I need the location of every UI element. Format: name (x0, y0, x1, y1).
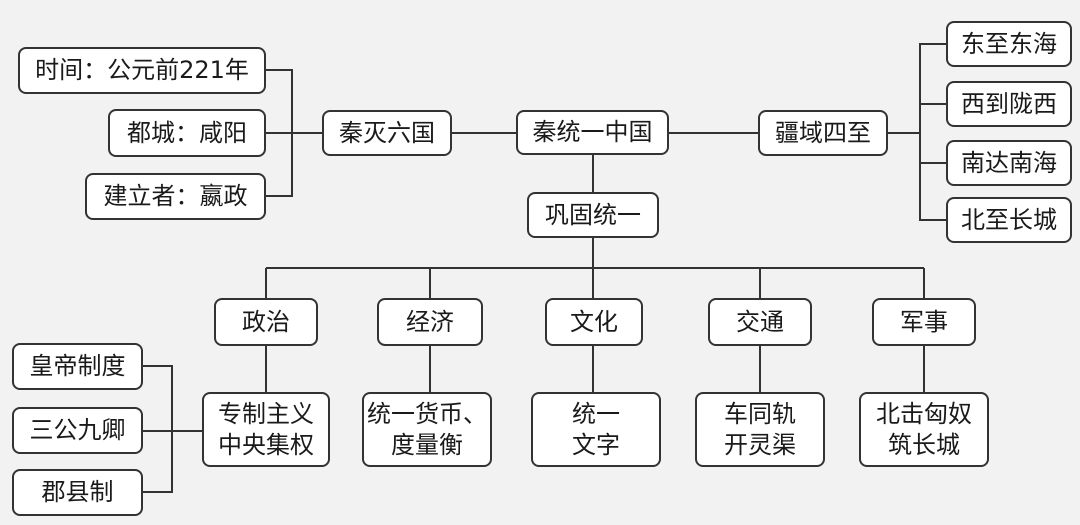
east-box: 东至东海 (946, 21, 1072, 67)
three-ministers-box: 三公九卿 (12, 407, 143, 454)
west-box: 西到陇西 (946, 81, 1072, 127)
transport-detail-box: 车同轨 开灵渠 (695, 392, 825, 467)
politics-box: 政治 (214, 298, 318, 346)
capital-box: 都城：咸阳 (108, 109, 266, 157)
south-box: 南达南海 (946, 140, 1072, 186)
transport-box: 交通 (708, 298, 812, 346)
economy-detail-box: 统一货币、 度量衡 (362, 392, 492, 467)
qin-unifies-china-box: 秦统一中国 (516, 110, 669, 155)
north-box: 北至长城 (946, 197, 1072, 243)
culture-box: 文化 (545, 298, 643, 346)
military-detail-box: 北击匈奴 筑长城 (859, 392, 989, 467)
emperor-system-box: 皇帝制度 (12, 343, 143, 390)
territory-box: 疆域四至 (758, 110, 888, 156)
founder-box: 建立者：嬴政 (85, 173, 266, 220)
politics-detail-box: 专制主义 中央集权 (202, 392, 330, 467)
culture-detail-box: 统一 文字 (531, 392, 661, 467)
consolidate-box: 巩固统一 (527, 192, 659, 238)
county-system-box: 郡县制 (12, 469, 143, 516)
economy-box: 经济 (377, 298, 483, 346)
military-box: 军事 (872, 298, 976, 346)
time-box: 时间：公元前221年 (18, 47, 266, 94)
conquer-six-states-box: 秦灭六国 (322, 110, 452, 156)
